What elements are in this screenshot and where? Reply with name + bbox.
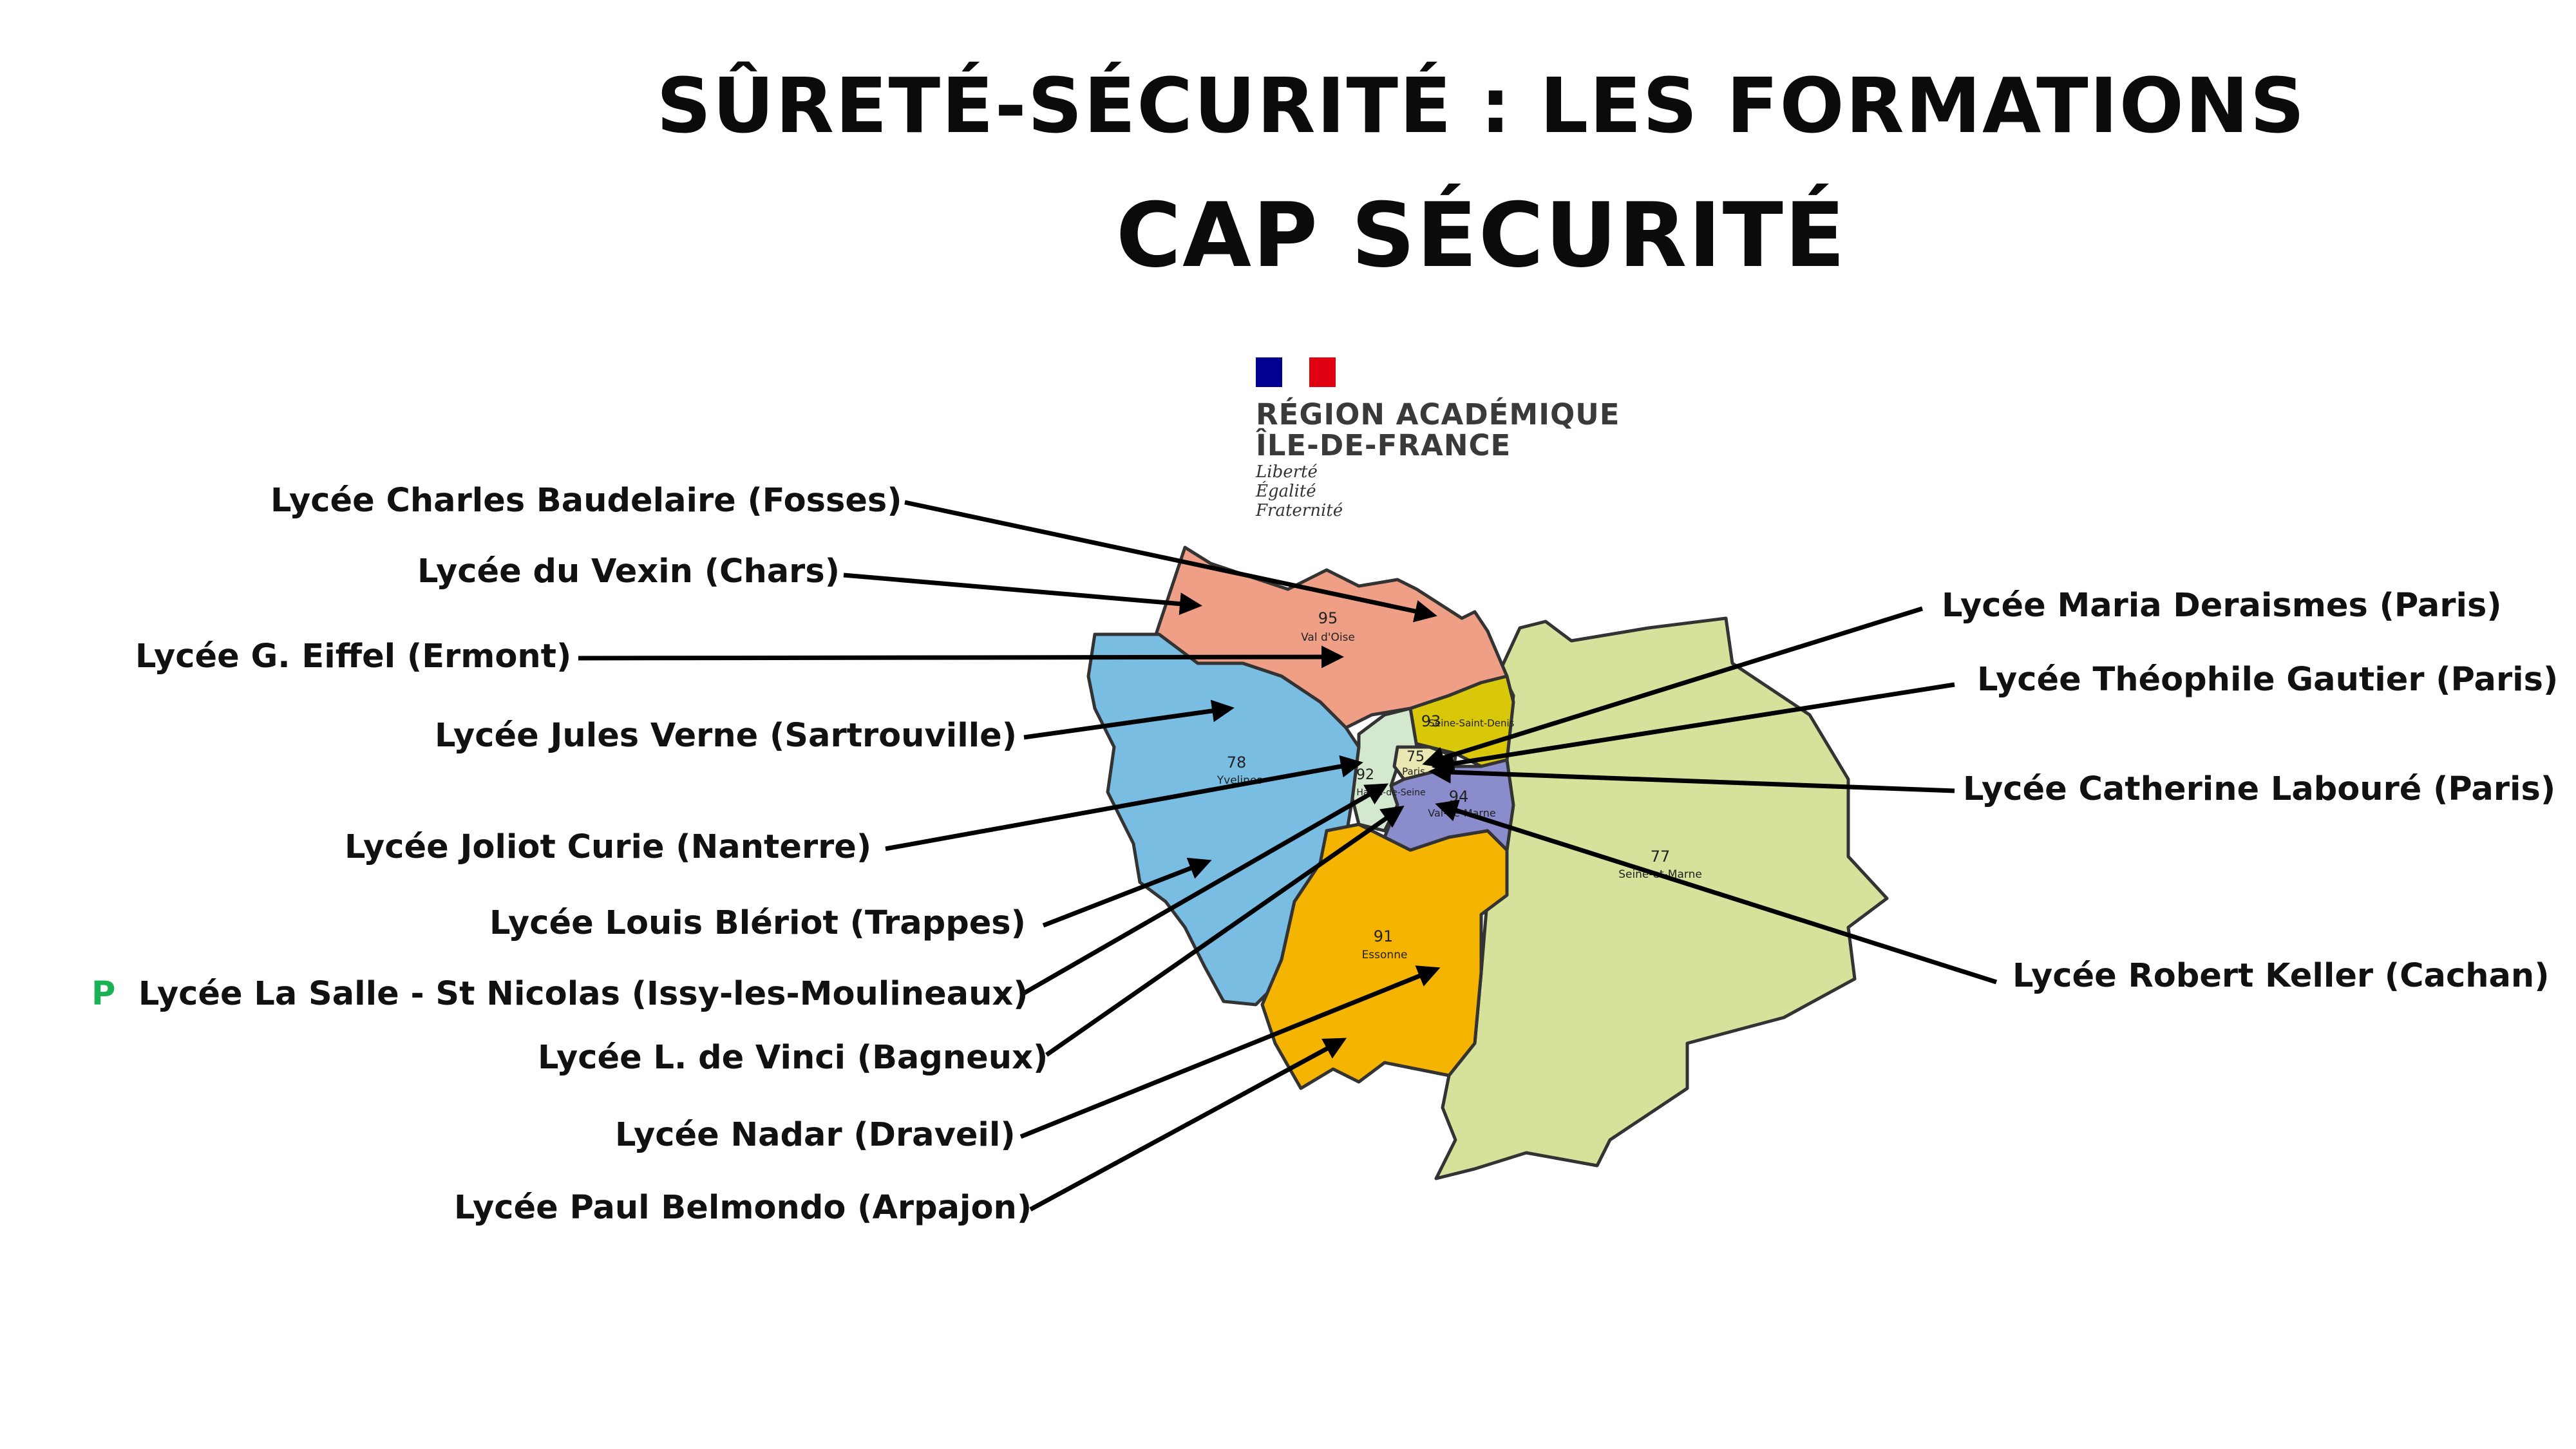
dept-num-95: 95 [1318,609,1338,627]
arrow-deraismes [1422,606,1924,769]
school-eiffel: Lycée G. Eiffel (Ermont) [135,638,572,676]
school-bleriot: Lycée Louis Blériot (Trappes) [489,904,1026,942]
arrow-la-salle [1019,783,1389,998]
school-jules-verne: Lycée Jules Verne (Sartrouville) [435,717,1018,755]
motto-liberte: Liberté [1256,462,1318,482]
arrow-laboure [1428,761,1955,793]
french-flag-icon [1256,357,1336,387]
dept-num-75: 75 [1406,749,1425,765]
arrow-belmondo [1029,1037,1347,1212]
private-marker: P [91,975,116,1013]
arrow-eiffel [578,645,1344,668]
region-academique-logo: RÉGION ACADÉMIQUE ÎLE-DE-FRANCE Liberté … [1256,357,1619,525]
school-belmondo: Lycée Paul Belmondo (Arpajon) [454,1189,1032,1227]
school-gautier: Lycée Théophile Gautier (Paris) [1977,661,2559,699]
arrow-gautier [1432,682,1955,775]
dept-num-91: 91 [1374,927,1394,945]
dept-num-92: 92 [1356,767,1374,783]
dept-num-77: 77 [1651,848,1671,866]
arrow-jules-verne [1023,699,1235,740]
arrow-nadar [1019,965,1441,1139]
school-baudelaire: Lycée Charles Baudelaire (Fosses) [270,482,902,520]
main-title: SÛRETÉ-SÉCURITÉ : LES FORMATIONS [656,61,2306,150]
arrow-baudelaire [904,500,1437,623]
dept-num-93: 93 [1421,712,1441,730]
dept-name-75: Paris [1402,766,1425,777]
school-joliot-curie: Lycée Joliot Curie (Nanterre) [345,828,872,866]
school-laboure: Lycée Catherine Labouré (Paris) [1963,770,2556,808]
sub-title: CAP SÉCURITÉ [1115,184,1847,287]
arrow-keller [1435,799,1998,985]
school-de-vinci: Lycée L. de Vinci (Bagneux) [538,1039,1048,1077]
dept-name-91: Essonne [1362,949,1408,961]
school-keller: Lycée Robert Keller (Cachan) [2012,957,2550,995]
school-nadar: Lycée Nadar (Draveil) [615,1116,1016,1154]
motto-fraternite: Fraternité [1256,501,1343,520]
motto-egalite: Égalité [1256,482,1316,501]
arrow-de-vinci [1045,805,1405,1057]
arrow-joliot-curie [885,755,1363,851]
school-la-salle: Lycée La Salle - St Nicolas (Issy-les-Mo… [138,975,1028,1013]
arrow-bleriot [1042,857,1212,928]
logo-line-2: ÎLE-DE-FRANCE [1256,428,1511,462]
logo-line-1: RÉGION ACADÉMIQUE [1256,397,1620,431]
dept-name-95: Val d'Oise [1301,631,1355,644]
school-deraismes: Lycée Maria Deraismes (Paris) [1942,587,2502,625]
dept-name-93: Seine-Saint-Denis [1428,717,1514,729]
school-la-salle-row: P Lycée La Salle - St Nicolas (Issy-les-… [91,978,1028,1010]
dept-num-78: 78 [1227,753,1247,772]
school-vexin: Lycée du Vexin (Chars) [417,553,840,591]
arrow-vexin [843,573,1202,616]
dept-num-94: 94 [1449,788,1469,806]
